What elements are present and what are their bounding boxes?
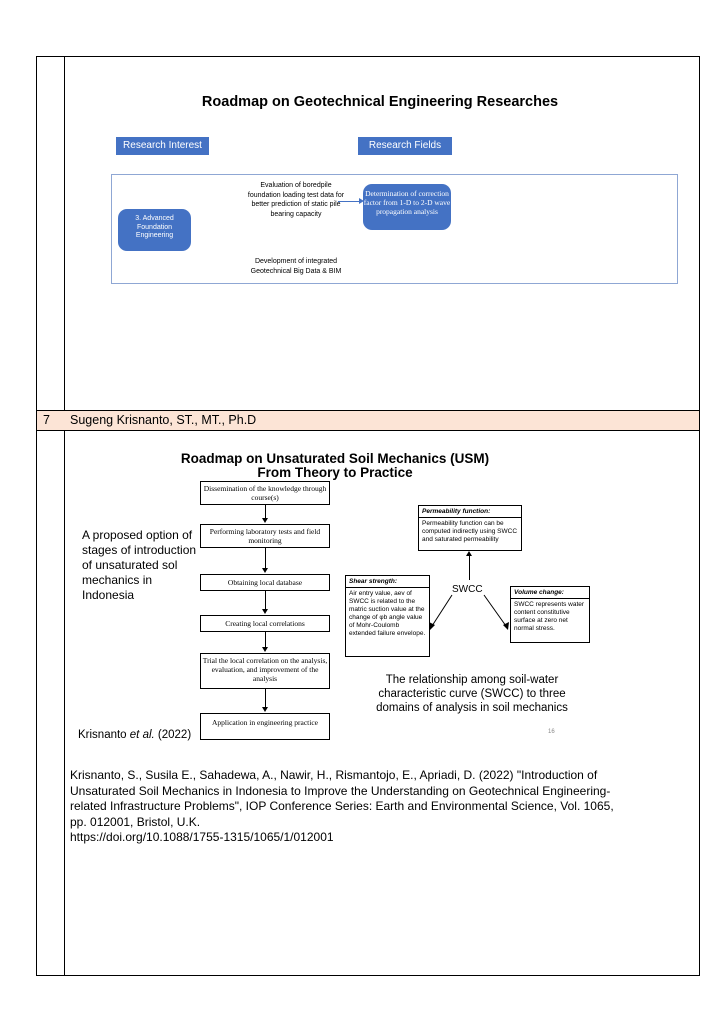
swcc-arrows (429, 594, 509, 630)
flow-step: Obtaining local database (200, 574, 330, 591)
citation-authors: Krisnanto (78, 729, 130, 741)
text-item-boredpile: Evaluation of boredpile foundation loadi… (247, 182, 345, 218)
flow-step: Application in engineering practice (200, 713, 330, 740)
permeability-text: Permeability function can be computed in… (422, 520, 518, 543)
reference-line: related Infrastructure Problems", IOP Co… (70, 799, 614, 813)
research-interest-label: Research Interest (116, 137, 209, 155)
lower-title-line1: Roadmap on Unsaturated Soil Mechanics (U… (180, 451, 490, 466)
flow-step: Dissemination of the knowledge through c… (200, 481, 330, 505)
name-row-background (37, 411, 699, 430)
arrow-down-icon (262, 591, 268, 614)
research-fields-label: Research Fields (358, 137, 452, 155)
permeability-box: Permeability function: Permeability func… (418, 505, 522, 551)
reference-line: Unsaturated Soil Mechanics in Indonesia … (70, 783, 611, 798)
table-row-divider (36, 430, 700, 431)
arrow-up-icon (466, 551, 472, 580)
table-column-divider (64, 56, 65, 975)
volume-heading: Volume change: (511, 589, 589, 599)
arrow-down-icon (262, 689, 268, 712)
arrow-to-shear-icon (431, 594, 453, 627)
arrow-down-icon (262, 632, 268, 652)
researcher-name: Sugeng Krisnanto, ST., MT., Ph.D (70, 413, 257, 427)
arrow-right-icon (338, 198, 364, 204)
stages-description: A proposed option of stages of introduct… (82, 528, 197, 602)
shear-strength-box: Shear strength: Air entry value, aev of … (345, 575, 430, 657)
figure-citation: Krisnanto et al. (2022) (78, 729, 191, 741)
table-border-top (36, 56, 700, 57)
arrow-down-icon (262, 548, 268, 573)
table-border-left (36, 56, 37, 975)
text-item-big-data: Development of integrated Geotechnical B… (250, 258, 342, 275)
arrowhead-shear (429, 622, 435, 630)
interest-item: 3. Advanced Foundation Engineering (118, 209, 191, 251)
arrowhead-volume (503, 622, 509, 630)
flow-step: Trial the local correlation on the analy… (200, 653, 330, 689)
reference-line: Krisnanto, S., Susila E., Sahadewa, A., … (70, 768, 598, 782)
table-border-right (699, 56, 700, 975)
roadmap-frame (111, 174, 678, 284)
slide-number: 16 (548, 729, 555, 735)
arrow-down-icon (262, 505, 268, 523)
volume-change-box: Volume change: SWCC represents water con… (510, 586, 590, 643)
flow-step: Creating local correlations (200, 615, 330, 632)
reference-doi-link[interactable]: https://doi.org/10.1088/1755-1315/1065/1… (70, 830, 334, 844)
volume-text: SWCC represents water content constituti… (514, 601, 585, 632)
field-item: Determination of correction factor from … (363, 184, 451, 230)
swcc-label: SWCC (452, 584, 483, 595)
relationship-caption: The relationship among soil-water charac… (376, 674, 568, 714)
reference-text: Krisnanto, S., Susila E., Sahadewa, A., … (70, 768, 695, 846)
arrow-to-volume-icon (483, 594, 507, 627)
table-border-bottom (36, 975, 700, 976)
permeability-heading: Permeability function: (419, 508, 521, 518)
reference-line: pp. 012001, Bristol, U.K. (70, 814, 201, 829)
upper-figure-title: Roadmap on Geotechnical Engineering Rese… (201, 94, 559, 110)
lower-title-line2: From Theory to Practice (257, 465, 413, 480)
citation-etal: et al. (129, 729, 155, 741)
citation-year: (2022) (154, 729, 192, 741)
table-row-divider (36, 410, 700, 411)
shear-heading: Shear strength: (346, 578, 429, 588)
shear-text: Air entry value, aev of SWCC is related … (349, 590, 426, 637)
row-number: 7 (43, 413, 50, 427)
flow-step: Performing laboratory tests and field mo… (200, 524, 330, 548)
lower-figure-title: Roadmap on Unsaturated Soil Mechanics (U… (160, 452, 510, 480)
